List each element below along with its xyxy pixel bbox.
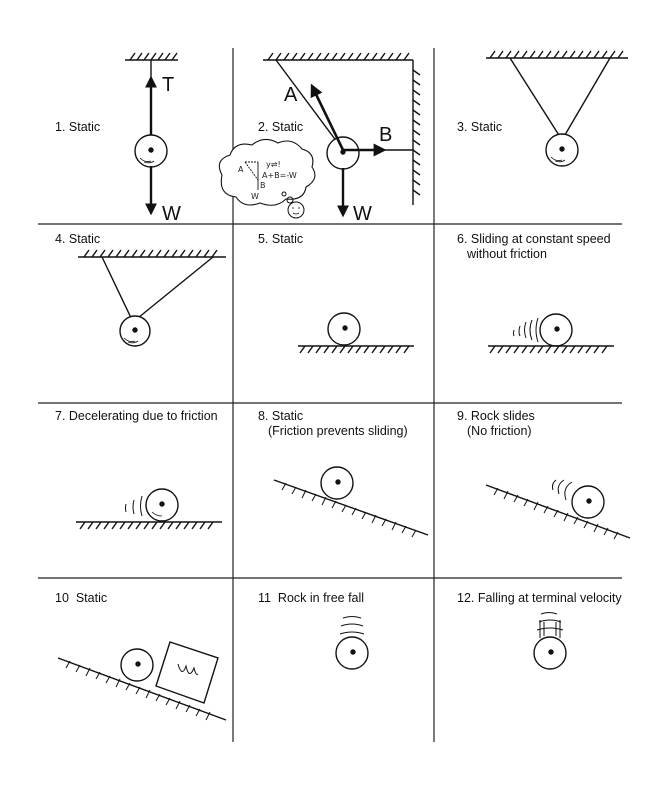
wall-hatch bbox=[412, 69, 421, 196]
ceiling-hatch bbox=[129, 52, 178, 61]
panel-11-drawing bbox=[335, 616, 369, 670]
panel-4-drawing bbox=[78, 249, 226, 347]
force-label-a: A bbox=[284, 84, 298, 106]
panel-8-label: 8. Static(Friction prevents sliding) bbox=[258, 409, 408, 438]
motion-lines bbox=[339, 616, 365, 635]
panel-12-label: 12. Falling at terminal velocity bbox=[457, 591, 622, 605]
thought-bubble bbox=[218, 138, 316, 206]
panel-6-drawing bbox=[488, 313, 614, 354]
rope-a bbox=[275, 59, 344, 151]
thought-label-a: A bbox=[238, 165, 244, 174]
force-arrow-a bbox=[310, 83, 345, 151]
force-label-t: T bbox=[162, 74, 175, 96]
grid-lines bbox=[38, 48, 622, 742]
panel-6-label-line2: without friction bbox=[467, 247, 547, 261]
panel-9-label-line2: (No friction) bbox=[467, 424, 532, 438]
panel-9-label: 9. Rock slides(No friction) bbox=[457, 409, 535, 438]
panel-3-drawing bbox=[486, 50, 628, 167]
force-label-w-panel2: W bbox=[353, 203, 372, 225]
motion-lines bbox=[513, 317, 539, 343]
ceiling-hatch bbox=[489, 50, 624, 59]
incline-hatch bbox=[281, 482, 417, 538]
ceiling-hatch bbox=[83, 249, 218, 258]
force-label-b: B bbox=[379, 124, 393, 146]
ground-hatch bbox=[79, 521, 214, 530]
ceiling-hatch bbox=[267, 52, 410, 61]
panel-2-label: 2. Static bbox=[258, 120, 304, 134]
motion-lines bbox=[536, 612, 564, 638]
panel-5-drawing bbox=[298, 312, 414, 354]
thought-label-w: W bbox=[251, 192, 259, 201]
panel-10-drawing bbox=[57, 641, 227, 721]
panel-1-drawing bbox=[125, 52, 178, 216]
thought-label-b: B bbox=[260, 181, 266, 190]
panel-12-drawing bbox=[533, 612, 567, 670]
panel-5-label: 5. Static bbox=[258, 232, 304, 246]
panel-3-label: 3. Static bbox=[457, 120, 503, 134]
panel-7-drawing bbox=[76, 488, 222, 530]
block bbox=[155, 641, 219, 704]
force-label-w-panel1: W bbox=[162, 203, 181, 225]
motion-lines bbox=[125, 495, 143, 517]
thought-text-line2: A+B=-W bbox=[262, 171, 297, 180]
panel-7-label: 7. Decelerating due to friction bbox=[55, 409, 218, 423]
motion-lines bbox=[551, 479, 573, 501]
panel-10-label: 10 Static bbox=[55, 591, 108, 605]
panel-2-drawing bbox=[218, 52, 421, 219]
incline-hatch bbox=[65, 660, 211, 721]
panel-8-label-line2: (Friction prevents sliding) bbox=[268, 424, 408, 438]
thinker-face bbox=[287, 201, 305, 219]
ground-hatch bbox=[489, 345, 608, 354]
ground-hatch bbox=[299, 345, 410, 354]
incline-hatch bbox=[493, 487, 619, 540]
panel-8-drawing bbox=[273, 466, 429, 538]
panel-9-drawing bbox=[485, 479, 631, 540]
panel-11-label: 11 Rock in free fall bbox=[258, 591, 365, 605]
panel-4-label: 4. Static bbox=[55, 232, 101, 246]
thought-text-line1: y⇌! bbox=[266, 160, 281, 169]
panel-1-label: 1. Static bbox=[55, 120, 101, 134]
